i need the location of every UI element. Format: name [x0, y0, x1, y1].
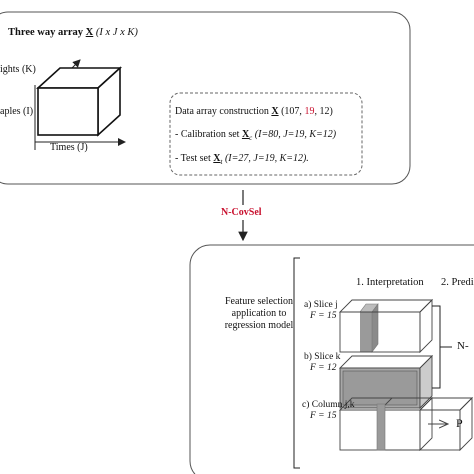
axis-j-label: Times (J) [50, 142, 88, 153]
construction-box [169, 92, 363, 176]
feature-selection-text: Feature selection application to regress… [223, 296, 295, 332]
item-slice-j-f: F = 15 [310, 311, 337, 321]
calibration-line: - Calibration set Xc (I=80, J=19, K=12) [175, 129, 336, 144]
calibration-sub: c [249, 134, 253, 142]
feature-line-3: regression model [224, 320, 294, 331]
construction-symbol: X [271, 106, 279, 117]
item-slice-k-title: b) Slice k [304, 352, 341, 362]
construction-open: (107, [281, 106, 302, 117]
array-title-symbol: X [85, 27, 94, 38]
axis-k-label: ights (K) [0, 64, 36, 75]
col-header-interpretation: 1. Interpretation [356, 277, 424, 288]
item-slice-k-f: F = 12 [310, 363, 337, 373]
top-panel-frame [0, 11, 411, 185]
array-title-dims: (I x J x K) [95, 27, 138, 38]
array-title: Three way array X (I x J x K) [8, 27, 138, 39]
axis-i-label: aples (I) [0, 106, 34, 117]
construction-close: , 12) [314, 106, 333, 117]
three-way-array-cube [35, 66, 123, 137]
cube-column-jk [338, 396, 474, 452]
calibration-dims: (I=80, J=19, K=12) [254, 129, 337, 140]
col-header-prediction: 2. Predi [441, 277, 474, 288]
construction-highlight: 19 [304, 106, 315, 117]
test-line: - Test set Xt (I=27, J=19, K=12). [175, 153, 309, 168]
item-slice-j-title: a) Slice j [304, 300, 338, 310]
test-prefix: - Test set [175, 153, 211, 164]
construction-prefix: Data array construction [175, 106, 269, 117]
item-slice-k: b) Slice k F = 12 [304, 352, 340, 374]
test-sub: t [220, 158, 223, 166]
cube-slice-j [338, 298, 434, 354]
items-bracket [293, 257, 300, 469]
test-symbol: X [213, 153, 221, 164]
final-label: P [456, 416, 463, 430]
ncovsel-label: N-CovSel [221, 207, 262, 218]
item-column-jk: c) Column j,k F = 15 [302, 400, 355, 422]
construction-line: Data array construction X (107, 19, 12) [175, 106, 333, 118]
bottom-panel-frame [189, 244, 474, 474]
merge-bracket [432, 305, 452, 389]
cube-slice-k [338, 354, 434, 410]
calibration-symbol: X [241, 129, 250, 140]
item-slice-j: a) Slice j F = 15 [304, 300, 338, 322]
feature-line-1: Feature selection [224, 296, 294, 307]
item-column-jk-title: c) Column j,k [302, 400, 355, 410]
calibration-prefix: - Calibration set [175, 129, 240, 140]
test-dims: (I=27, J=19, K=12). [224, 153, 309, 164]
item-column-jk-f: F = 15 [310, 411, 337, 421]
array-title-prefix: Three way array [8, 27, 84, 38]
merge-label: N- [457, 340, 469, 352]
feature-line-2: application to [231, 308, 287, 319]
